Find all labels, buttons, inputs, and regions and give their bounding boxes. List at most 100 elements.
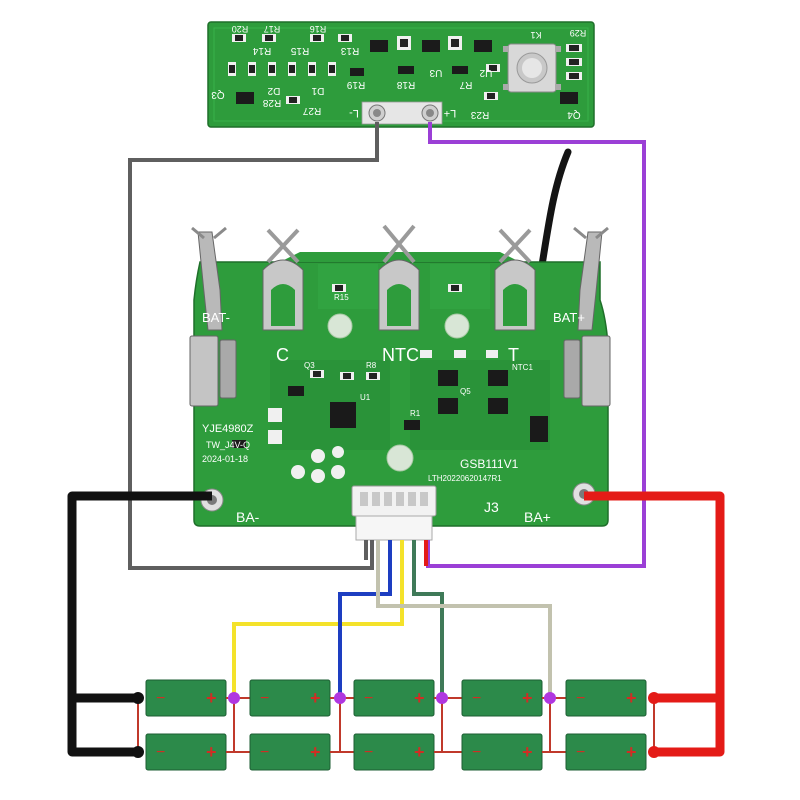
cell-terminal-minus: − <box>156 690 165 707</box>
label-model-code: LTH20220620147R1 <box>428 474 502 483</box>
label-pad-l-minus: L- <box>349 107 359 119</box>
wire-gray-indicator <box>128 122 379 570</box>
cell-terminal-plus: + <box>206 742 217 762</box>
label-r16: R16 <box>310 24 327 34</box>
label-d2: D2 <box>267 85 280 96</box>
label-r1: R1 <box>410 409 421 418</box>
label-q3: Q3 <box>211 89 225 100</box>
cell-terminal-minus: − <box>260 690 269 707</box>
connector-j3 <box>351 485 437 541</box>
label-r14: R14 <box>252 45 271 56</box>
label-r27: R27 <box>302 105 321 116</box>
battery-cell: −+ <box>145 679 227 717</box>
label-u3: U3 <box>429 67 442 78</box>
cell-terminal-plus: + <box>414 742 425 762</box>
battery-cell: −+ <box>353 733 435 771</box>
battery-cell: −+ <box>461 733 543 771</box>
pack-terminal <box>132 746 144 758</box>
cell-terminal-minus: − <box>364 690 373 707</box>
label-r15: R15 <box>290 45 309 56</box>
pack-terminal <box>132 692 144 704</box>
label-r7: R7 <box>459 79 472 90</box>
spring-terminals <box>189 224 611 407</box>
cell-terminal-minus: − <box>576 744 585 761</box>
battery-cell: −+ <box>249 733 331 771</box>
cell-terminal-plus: + <box>310 688 321 708</box>
balance-junction <box>228 692 240 704</box>
terminal-c <box>262 228 304 331</box>
label-r8: R8 <box>366 361 377 370</box>
wire-blue-balance <box>338 540 392 698</box>
label-ntc: NTC <box>382 345 419 365</box>
label-bat-minus: BAT- <box>202 310 230 325</box>
wire-black-negative <box>67 491 212 757</box>
balance-junction <box>544 692 556 704</box>
label-q4: Q4 <box>567 109 581 120</box>
label-d1: D1 <box>311 85 324 96</box>
label-ba-plus: BA+ <box>524 509 551 525</box>
indicator-board: R20 R17 R16 R14 R15 R13 K1 R29 <box>207 21 595 128</box>
cell-terminal-plus: + <box>414 688 425 708</box>
battery-cell: −+ <box>145 733 227 771</box>
cell-terminal-minus: − <box>260 744 269 761</box>
wire-green-balance <box>412 540 444 698</box>
label-c: C <box>276 345 289 365</box>
label-k1: K1 <box>530 30 541 40</box>
label-r20: R20 <box>232 24 249 34</box>
battery-cell: −+ <box>249 679 331 717</box>
label-batch-code: YJE4980Z <box>202 423 254 435</box>
cell-terminal-minus: − <box>364 744 373 761</box>
label-stamp-line: TW_J4V-Q <box>206 440 250 450</box>
cell-terminal-plus: + <box>206 688 217 708</box>
battery-cell: −+ <box>565 679 647 717</box>
label-r19: R19 <box>346 79 365 90</box>
top-components <box>232 34 492 52</box>
balance-junction <box>436 692 448 704</box>
smd-components <box>232 284 548 448</box>
cell-terminal-plus: + <box>626 742 637 762</box>
balance-junction <box>334 692 346 704</box>
cell-terminal-minus: − <box>576 690 585 707</box>
label-r15-main: R15 <box>334 293 349 302</box>
label-date-line: 2024-01-18 <box>202 454 248 464</box>
label-u1: U1 <box>360 393 371 402</box>
push-button-k1 <box>503 43 561 93</box>
terminal-ntc <box>378 224 420 331</box>
cell-terminal-plus: + <box>522 688 533 708</box>
battery-cell: −+ <box>461 679 543 717</box>
label-ba-minus: BA- <box>236 509 260 525</box>
label-r23: R23 <box>470 109 489 120</box>
cell-terminal-minus: − <box>472 744 481 761</box>
label-r29: R29 <box>570 28 587 38</box>
label-bat-plus: BAT+ <box>553 310 585 325</box>
label-q5: Q5 <box>460 387 471 396</box>
label-r28: R28 <box>262 97 281 108</box>
cell-terminal-minus: − <box>472 690 481 707</box>
wire-yellow-balance <box>232 540 404 698</box>
label-pad-l-plus: L+ <box>444 107 457 119</box>
wire-red-positive <box>584 491 725 757</box>
wire-beige-balance <box>376 540 552 698</box>
terminal-bat-minus <box>189 226 237 407</box>
label-r17: R17 <box>264 24 281 34</box>
battery-cells: −+−+−+−+−+−+−+−+−+−+ <box>132 679 660 771</box>
label-q3-main: Q3 <box>304 361 315 370</box>
pack-terminal <box>648 692 660 704</box>
terminal-t <box>494 228 536 331</box>
label-u2: U2 <box>479 67 492 78</box>
label-t: T <box>508 345 519 365</box>
label-j3: J3 <box>484 499 499 515</box>
wires <box>67 122 725 757</box>
battery-cell: −+ <box>565 733 647 771</box>
cell-terminal-plus: + <box>522 742 533 762</box>
cell-terminal-plus: + <box>626 688 637 708</box>
main-board: BAT- BAT+ C NTC T R15 NTC1 Q3 R8 R1 U1 Q… <box>189 148 611 541</box>
cell-terminal-plus: + <box>310 742 321 762</box>
terminal-bat-plus <box>563 226 611 407</box>
cell-terminal-minus: − <box>156 744 165 761</box>
label-ntc1: NTC1 <box>512 363 533 372</box>
label-r18: R18 <box>396 79 415 90</box>
label-model: GSB111V1 <box>460 457 519 471</box>
label-r13: R13 <box>340 45 359 56</box>
